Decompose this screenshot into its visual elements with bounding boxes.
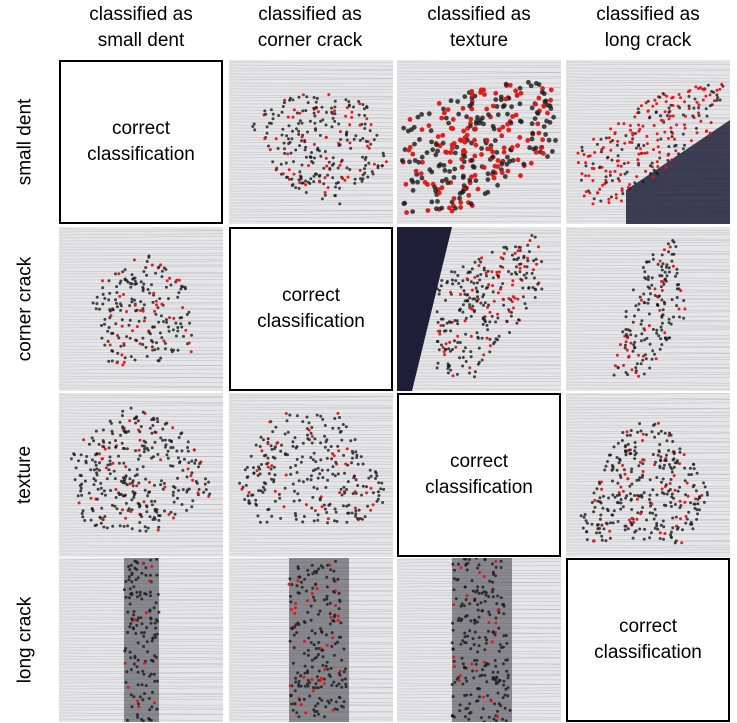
row-header-texture: texture — [14, 445, 35, 505]
point-cloud-image — [397, 558, 561, 722]
correct-classification-cell-texture: correct classification — [397, 393, 561, 557]
point-cloud-long-crack-as-texture — [397, 558, 561, 722]
column-header-texture: classified as texture — [427, 4, 531, 51]
correct-classification-cell-small-dent: correct classification — [59, 60, 223, 224]
point-cloud-image — [397, 227, 561, 391]
row-header-small-dent: small dent — [14, 98, 36, 186]
point-cloud-long-crack-as-small-dent — [59, 558, 223, 722]
point-cloud-long-crack-as-corner-crack — [229, 558, 393, 722]
point-cloud-texture-as-long-crack — [566, 393, 730, 557]
correct-classification-cell-long-crack: correct classification — [566, 558, 730, 722]
point-cloud-image — [229, 394, 393, 555]
point-cloud-image — [59, 558, 223, 722]
point-cloud-texture-as-small-dent — [59, 393, 223, 557]
point-cloud-small-dent-as-corner-crack — [229, 60, 393, 224]
point-cloud-image — [566, 228, 730, 390]
column-header-small-dent: classified as small dent — [89, 4, 193, 51]
point-cloud-image — [397, 61, 561, 223]
column-header-corner-crack: classified as corner crack — [257, 4, 363, 51]
point-cloud-texture-as-corner-crack — [229, 393, 393, 557]
point-cloud-image — [59, 228, 223, 389]
point-cloud-small-dent-as-long-crack — [566, 60, 730, 224]
point-cloud-corner-crack-as-small-dent — [59, 227, 223, 391]
point-cloud-image — [566, 393, 730, 555]
point-cloud-image — [59, 394, 223, 555]
point-cloud-corner-crack-as-long-crack — [566, 227, 730, 391]
correct-classification-cell-corner-crack: correct classification — [229, 227, 393, 391]
row-header-long-crack: long crack — [14, 596, 36, 684]
point-cloud-image — [229, 61, 393, 223]
row-header-corner-crack: corner crack — [14, 256, 35, 362]
point-cloud-corner-crack-as-texture — [397, 227, 561, 391]
point-cloud-image — [229, 558, 393, 722]
column-header-long-crack: classified as long crack — [596, 4, 700, 51]
point-cloud-small-dent-as-texture — [397, 60, 561, 224]
point-cloud-image — [566, 61, 730, 224]
